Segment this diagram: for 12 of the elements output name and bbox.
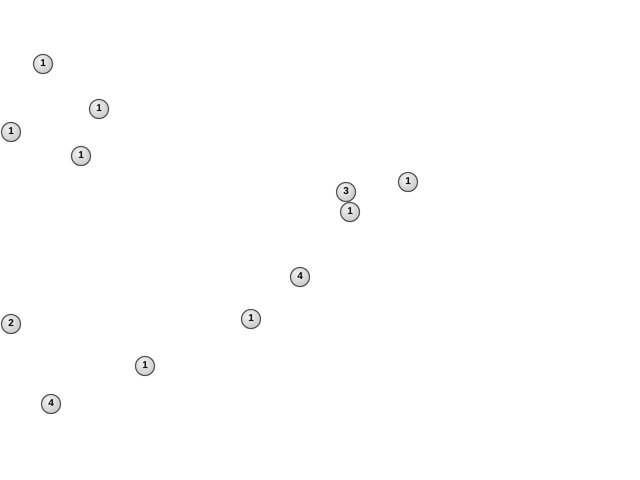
cluster-marker: 4 [290,267,310,287]
cluster-marker: 1 [89,99,109,119]
cluster-marker: 1 [135,356,155,376]
cluster-marker: 1 [398,172,418,192]
cluster-marker: 4 [41,394,61,414]
cluster-marker: 1 [241,309,261,329]
cluster-marker: 3 [336,182,356,202]
cluster-marker: 1 [33,54,53,74]
cluster-marker: 1 [340,202,360,222]
cluster-marker: 2 [1,314,21,334]
cluster-marker: 1 [1,122,21,142]
cluster-marker: 1 [71,146,91,166]
